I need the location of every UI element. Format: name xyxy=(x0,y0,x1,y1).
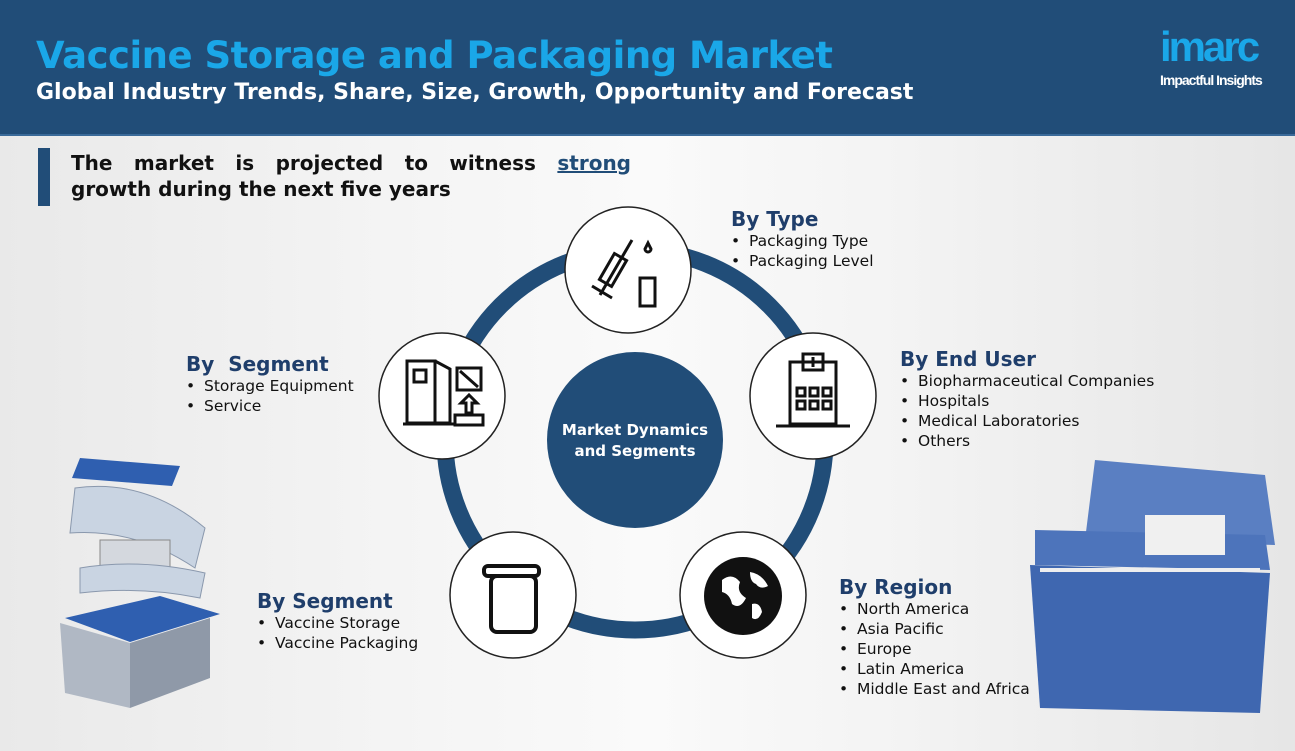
cooler-box-image-left xyxy=(60,458,220,708)
hospital-icon xyxy=(776,352,850,428)
segment-title: By Type xyxy=(731,207,819,231)
globe-icon xyxy=(704,557,782,635)
list-item: Hospitals xyxy=(900,391,1154,411)
segment-title: By Region xyxy=(839,575,953,599)
icon-circle-segment-vaccine xyxy=(449,531,577,659)
projection-text: The market is projected to witness stron… xyxy=(71,151,631,201)
segment-by-vaccine-segment: By Segment Vaccine StorageVaccine Packag… xyxy=(257,589,418,653)
list-item: Asia Pacific xyxy=(839,619,1030,639)
cold-storage-icon xyxy=(403,359,485,427)
list-item: Packaging Type xyxy=(731,231,874,251)
segment-title: By Segment xyxy=(186,352,329,376)
icon-circle-type xyxy=(564,206,692,334)
segment-title: By Segment xyxy=(257,589,393,613)
segment-by-type: By Type Packaging TypePackaging Level xyxy=(731,207,874,271)
cooler-box-image-right xyxy=(1030,460,1275,713)
jar-icon xyxy=(482,564,541,634)
header-banner: Vaccine Storage and Packaging Market Glo… xyxy=(0,0,1295,136)
segment-by-end-user: By End User Biopharmaceutical CompaniesH… xyxy=(900,347,1154,451)
list-item: Europe xyxy=(839,639,1030,659)
list-item: Service xyxy=(186,396,354,416)
segment-title: By End User xyxy=(900,347,1036,371)
accent-bar xyxy=(38,148,50,206)
list-item: Medical Laboratories xyxy=(900,411,1154,431)
list-item: Middle East and Africa xyxy=(839,679,1030,699)
segment-by-storage-segment: By Segment Storage EquipmentService xyxy=(186,352,354,416)
list-item: Packaging Level xyxy=(731,251,874,271)
segment-by-region: By Region North AmericaAsia PacificEurop… xyxy=(839,575,1030,699)
page-subtitle: Global Industry Trends, Share, Size, Gro… xyxy=(36,80,914,105)
list-item: North America xyxy=(839,599,1030,619)
list-item: Vaccine Packaging xyxy=(257,633,418,653)
highlight-word: strong xyxy=(557,151,631,175)
list-item: Latin America xyxy=(839,659,1030,679)
icon-circle-segment-storage xyxy=(378,332,506,460)
imarc-logo: imarc Impactful Insights xyxy=(1160,23,1263,88)
page-title: Vaccine Storage and Packaging Market xyxy=(36,34,833,77)
list-item: Vaccine Storage xyxy=(257,613,418,633)
center-circle xyxy=(547,352,723,528)
list-item: Others xyxy=(900,431,1154,451)
syringe-icon xyxy=(591,239,657,308)
list-item: Biopharmaceutical Companies xyxy=(900,371,1154,391)
list-item: Storage Equipment xyxy=(186,376,354,396)
